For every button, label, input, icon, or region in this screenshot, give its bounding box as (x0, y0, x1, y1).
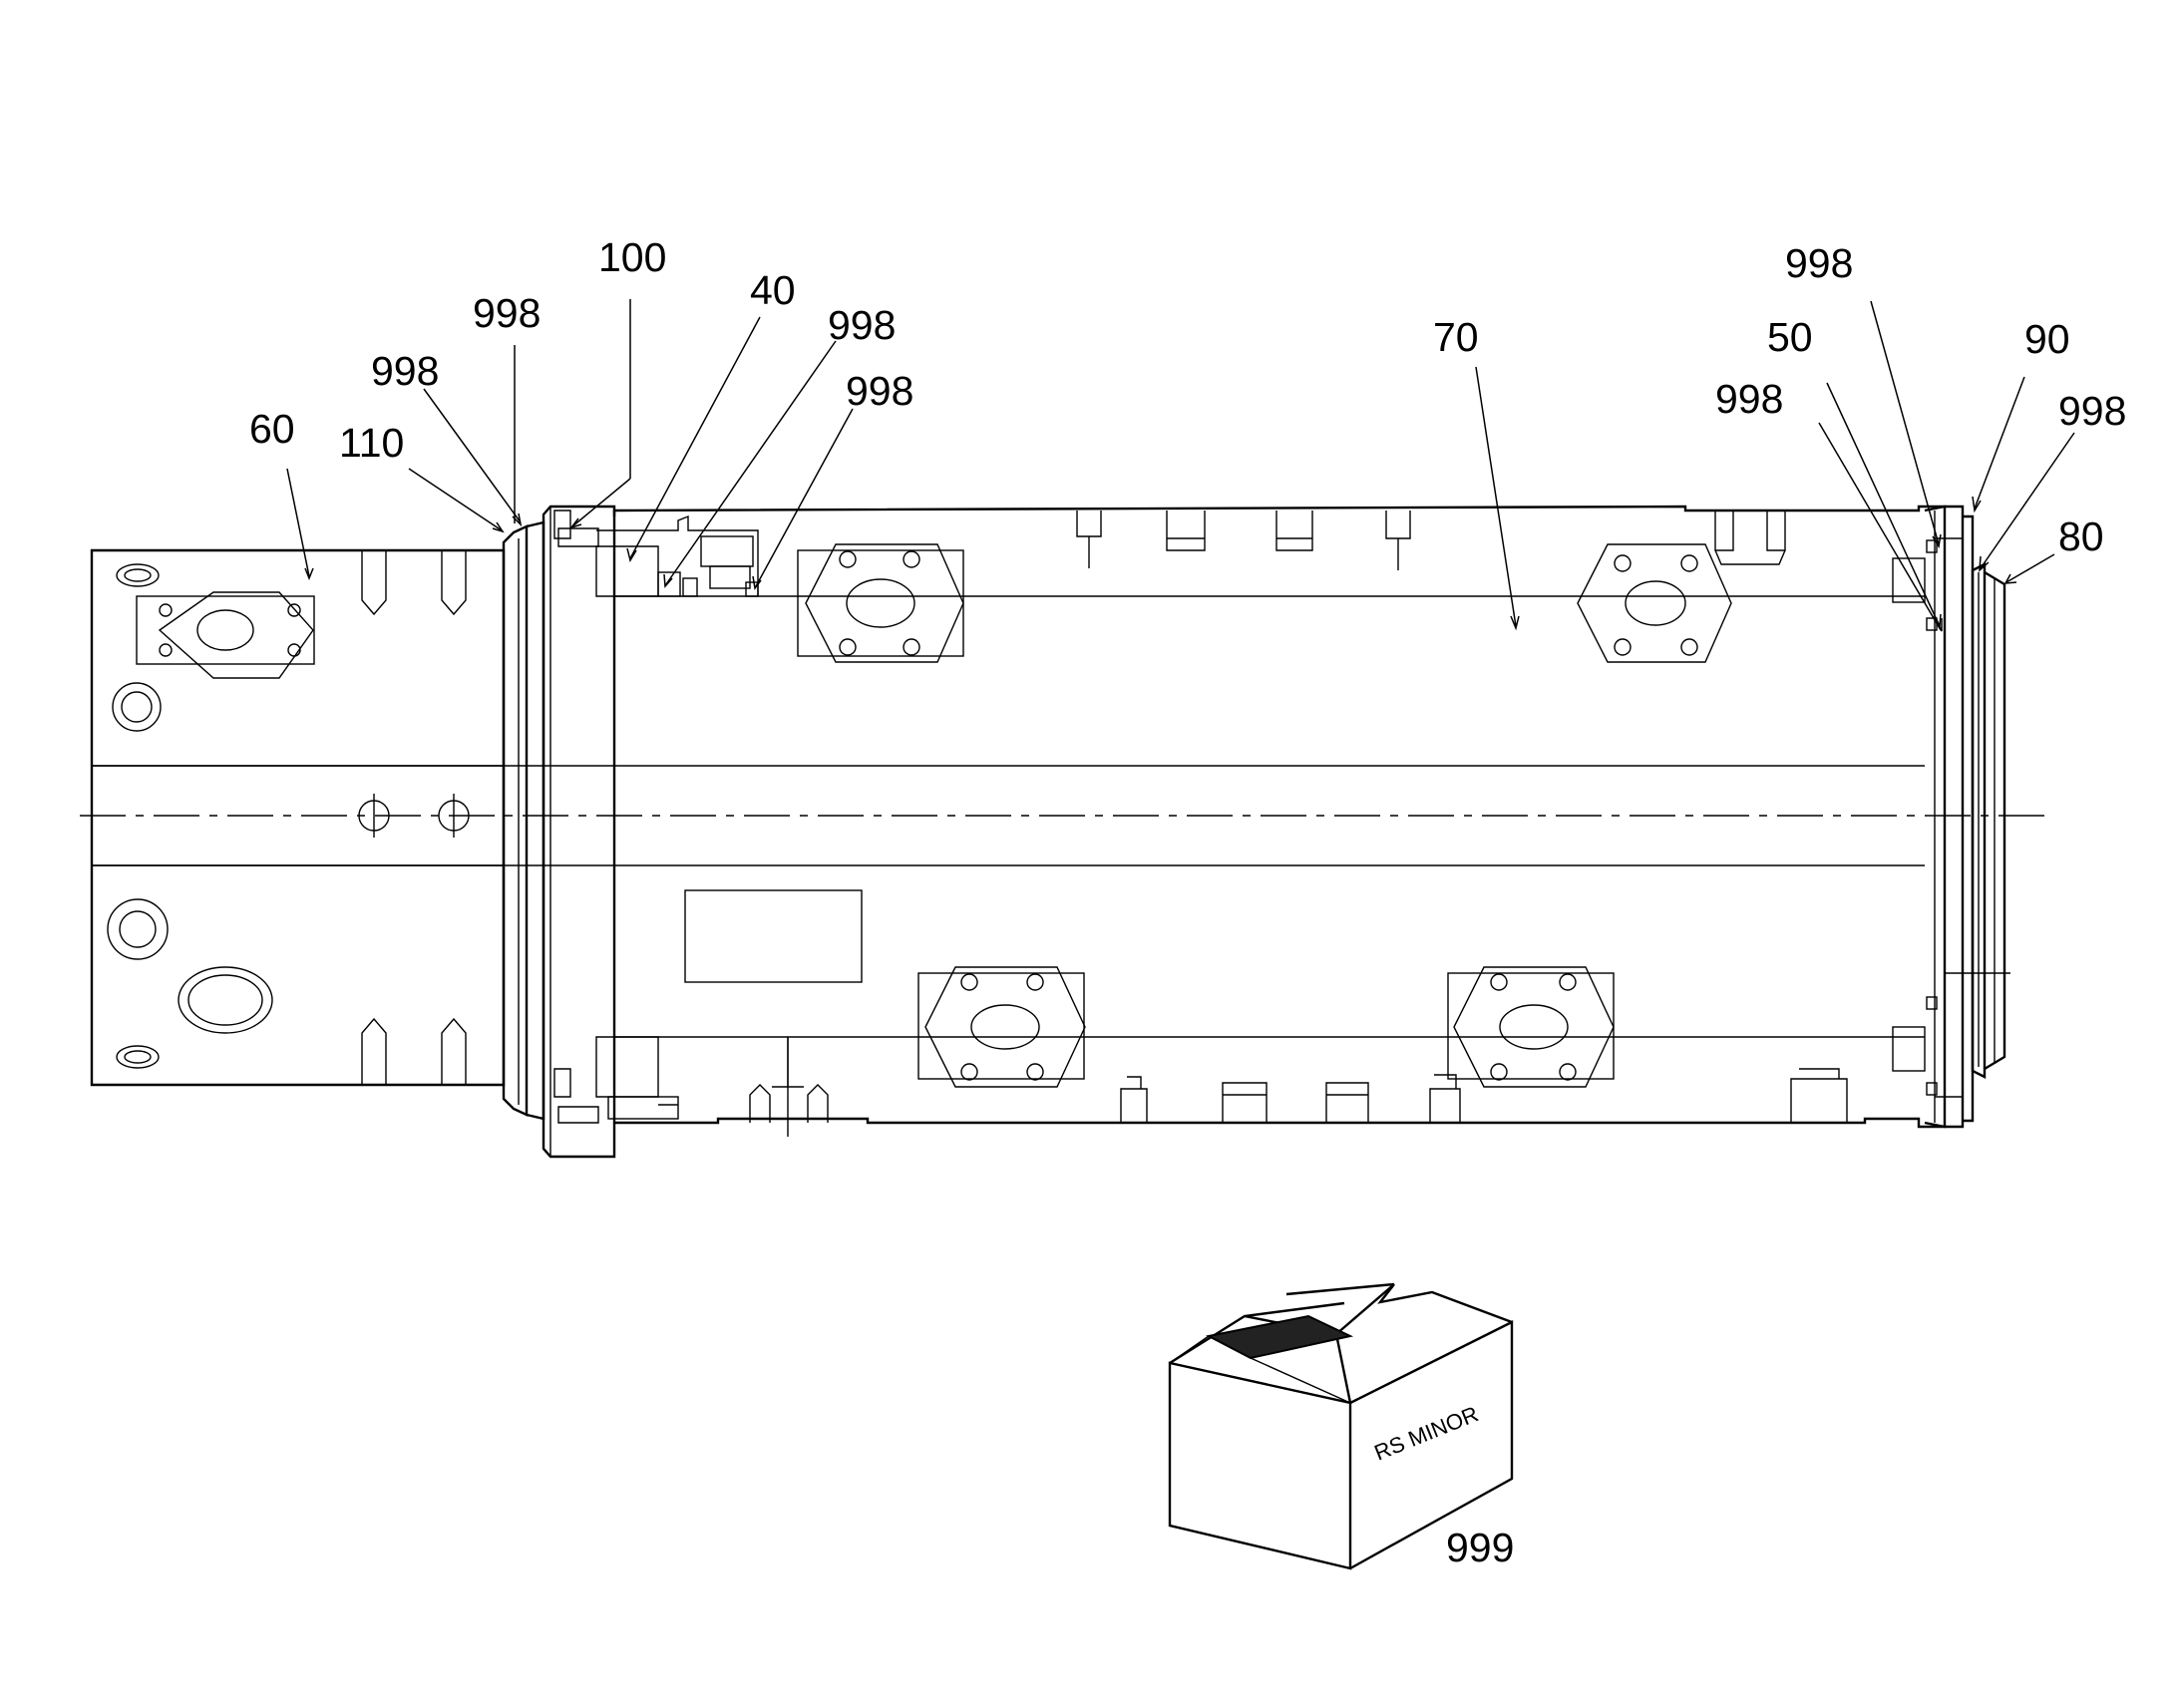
label-998-top-left: 998 (473, 290, 541, 336)
left-flange-ring-110 (502, 520, 545, 1121)
box-label-text: RS MINOR (1371, 1401, 1482, 1465)
hex-flange-bottom-left (917, 966, 1086, 1088)
label-998-right-b: 998 (2058, 388, 2126, 434)
left-housing-60 (90, 548, 506, 1087)
label-998-mid-a: 998 (828, 302, 896, 348)
label-90: 90 (2024, 316, 2070, 362)
main-body-70 (92, 505, 1947, 1137)
right-ring-90 (1935, 514, 1975, 1123)
main-flange-100 (542, 505, 616, 1159)
hex-flange-top-left (797, 543, 964, 663)
label-999: 999 (1446, 1525, 1514, 1570)
right-nut-80 (1945, 562, 2010, 1079)
label-50: 50 (1767, 314, 1813, 360)
label-70: 70 (1433, 314, 1479, 360)
label-998-top-right: 998 (1785, 240, 1853, 286)
leader-lines (286, 299, 2075, 632)
label-998-left-a: 998 (371, 348, 439, 394)
label-998-right-a: 998 (1715, 376, 1783, 422)
label-998-mid-b: 998 (846, 368, 913, 414)
label-40: 40 (750, 267, 796, 313)
label-100: 100 (598, 234, 666, 280)
hex-flange-bottom-right (1447, 966, 1615, 1088)
reference-numerals: 100 40 998 998 998 998 60 110 70 998 50 … (249, 234, 2126, 1570)
right-end-cap-50 (1892, 505, 1965, 1129)
label-110: 110 (339, 420, 404, 466)
label-60: 60 (249, 406, 295, 452)
label-80: 80 (2058, 513, 2104, 559)
hex-flange-top-right (1577, 543, 1732, 663)
